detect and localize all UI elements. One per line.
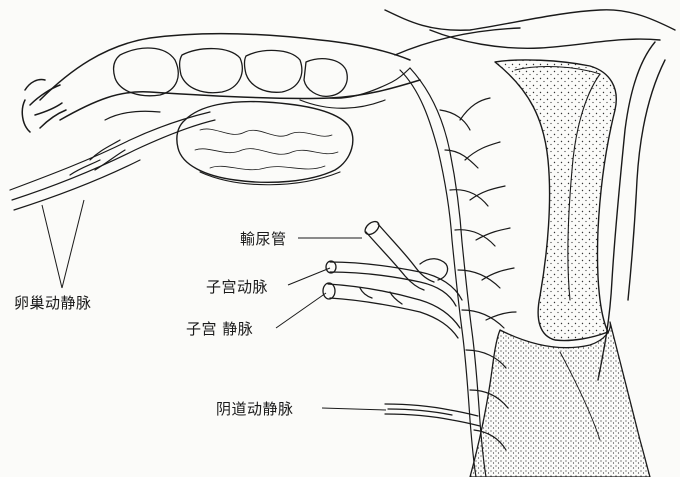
- uterine-vein-vessel: [323, 283, 460, 338]
- label-ovarian-vessels: 卵巢动静脉: [14, 292, 92, 313]
- vaginal-vessel-bundle: [385, 404, 480, 426]
- uterine-cavity: [495, 60, 616, 341]
- label-uterine-artery: 子宫动脉: [206, 276, 268, 297]
- label-vaginal-vessels: 阴道动静脉: [216, 398, 294, 419]
- ureter-vessel: [363, 219, 434, 290]
- label-uterine-vein: 子宫 静脉: [186, 318, 253, 339]
- label-ureter: 輸尿管: [240, 228, 287, 249]
- fallopian-tube: [22, 34, 420, 132]
- cervix-region: [470, 322, 650, 477]
- leader-lines: [42, 200, 386, 410]
- ovarian-vessels: [10, 111, 215, 210]
- tube-segments: [114, 48, 348, 96]
